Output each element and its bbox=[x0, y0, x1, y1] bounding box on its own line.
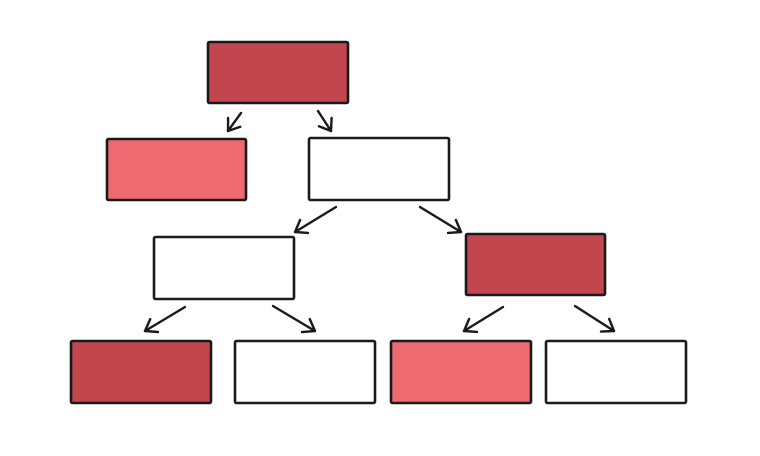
node-right-child bbox=[307, 136, 451, 202]
arrow-right-child-to-right-right-child bbox=[418, 205, 463, 235]
node-right-left-child bbox=[152, 235, 296, 301]
edges-layer bbox=[143, 109, 616, 334]
node-root bbox=[206, 40, 350, 105]
node-leaf-1 bbox=[69, 339, 213, 405]
node-leaf-4 bbox=[544, 339, 688, 405]
nodes-layer bbox=[69, 40, 688, 405]
arrow-root-to-left-child bbox=[226, 111, 243, 133]
node-right-right-child bbox=[464, 232, 607, 297]
node-left-child bbox=[105, 137, 248, 202]
arrow-right-right-child-to-leaf-4 bbox=[573, 304, 616, 333]
node-leaf-3 bbox=[389, 339, 533, 405]
arrow-root-to-right-child bbox=[316, 109, 333, 133]
arrow-right-right-child-to-leaf-3 bbox=[462, 305, 505, 334]
node-leaf-2 bbox=[233, 339, 377, 405]
arrow-right-left-child-to-leaf-2 bbox=[271, 304, 317, 334]
arrow-right-child-to-right-left-child bbox=[293, 205, 338, 235]
arrow-right-left-child-to-leaf-1 bbox=[143, 305, 187, 334]
